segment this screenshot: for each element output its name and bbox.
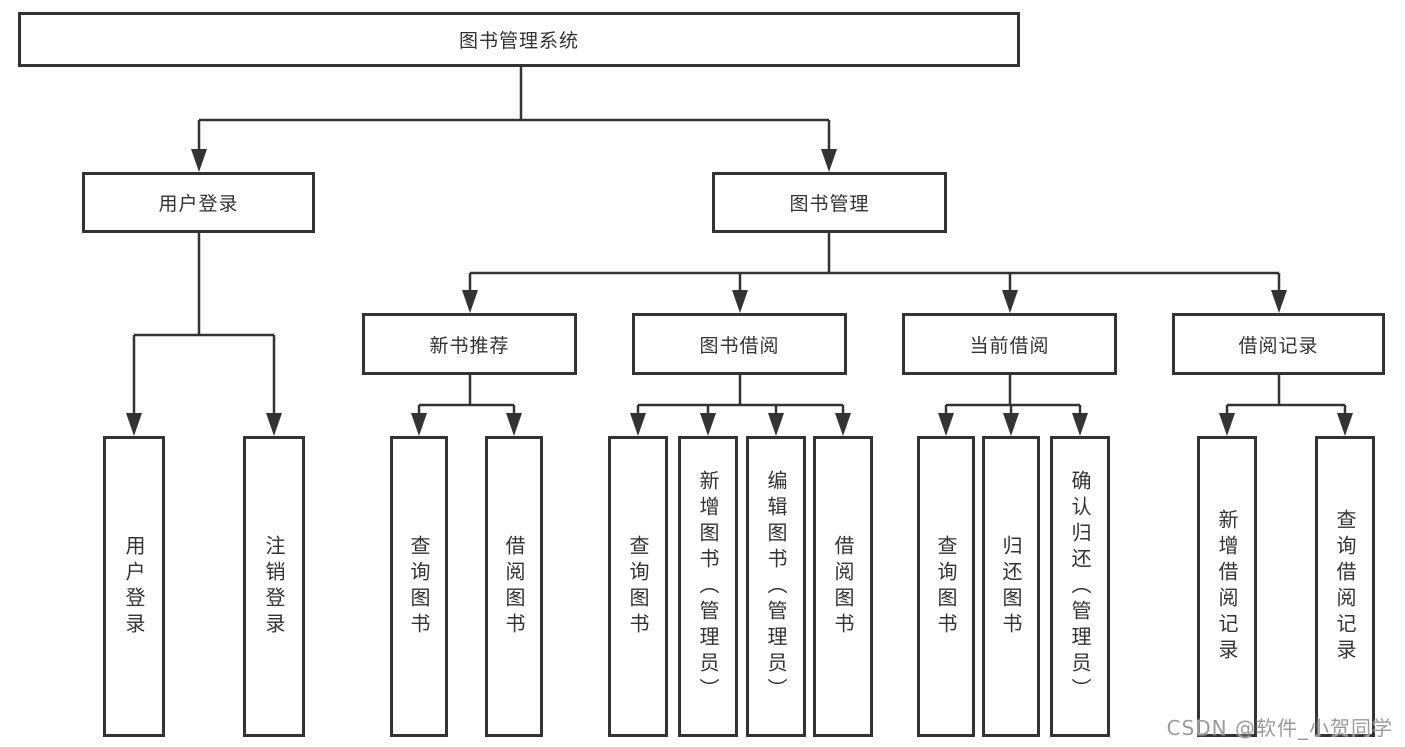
leaf-logout: 注销登录 bbox=[243, 436, 305, 737]
leaf-confirm-return-admin: 确认归还（管理员） bbox=[1050, 436, 1110, 737]
node-current-borrow: 当前借阅 bbox=[902, 313, 1117, 375]
leaf-user-login: 用户登录 bbox=[103, 436, 165, 737]
leaf-return-books: 归还图书 bbox=[982, 436, 1040, 737]
watermark: CSDN @软件_小贺同学 bbox=[1166, 716, 1393, 740]
node-borrow-records: 借阅记录 bbox=[1172, 313, 1385, 375]
node-user-login: 用户登录 bbox=[82, 172, 315, 233]
leaf-add-borrow-record: 新增借阅记录 bbox=[1197, 436, 1257, 737]
leaf-query-books-current: 查询图书 bbox=[917, 436, 975, 737]
node-book-borrow: 图书借阅 bbox=[632, 313, 847, 375]
leaf-query-borrow-record: 查询借阅记录 bbox=[1315, 436, 1375, 737]
leaf-query-books-recommend: 查询图书 bbox=[390, 436, 448, 737]
leaf-add-book-admin: 新增图书（管理员） bbox=[678, 436, 738, 737]
node-new-book-recommend: 新书推荐 bbox=[362, 313, 577, 375]
node-root: 图书管理系统 bbox=[18, 12, 1020, 67]
leaf-borrow-books-recommend: 借阅图书 bbox=[485, 436, 543, 737]
leaf-borrow-books: 借阅图书 bbox=[813, 436, 873, 737]
node-book-management: 图书管理 bbox=[712, 172, 947, 233]
leaf-edit-book-admin: 编辑图书（管理员） bbox=[746, 436, 806, 737]
leaf-query-books-borrow: 查询图书 bbox=[608, 436, 668, 737]
